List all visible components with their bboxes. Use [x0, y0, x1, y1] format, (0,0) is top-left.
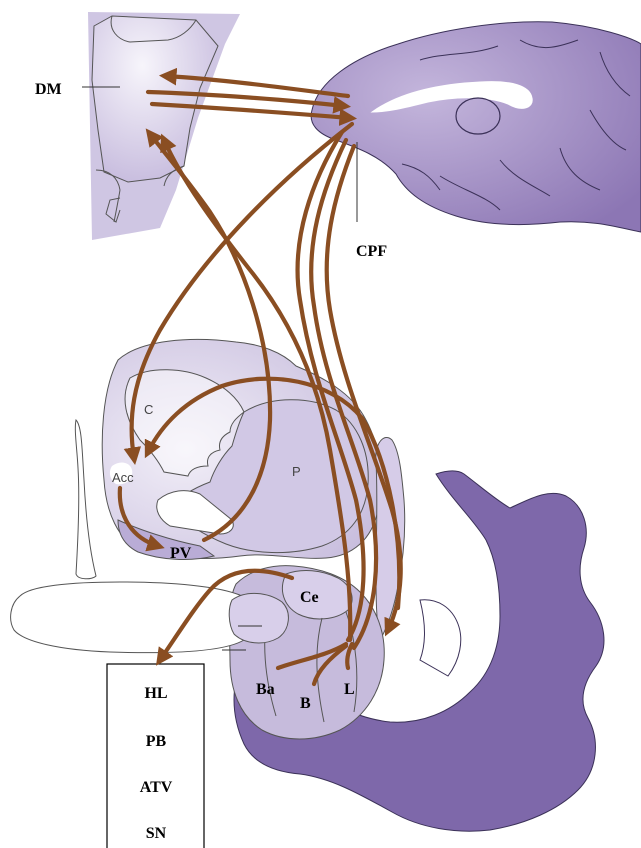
pv-label: PV	[170, 545, 192, 562]
amygdala-anterior	[229, 593, 288, 643]
striatum-section: C Acc P PV	[75, 339, 380, 578]
l-label: L	[344, 681, 355, 698]
dm-label: DM	[35, 81, 62, 98]
acc-label: Acc	[112, 470, 134, 485]
optic-tract-oval	[11, 582, 253, 653]
ce-label: Ce	[300, 589, 319, 606]
target-hl: HL	[144, 685, 167, 702]
midline-structure	[75, 420, 96, 579]
cortex-hemisphere	[311, 22, 641, 232]
prefrontal-cortex-section: CPF	[311, 22, 641, 260]
target-sn: SN	[146, 825, 167, 842]
targets-box: HL PB ATV SN	[107, 664, 204, 848]
cpf-label: CPF	[356, 243, 387, 260]
target-atv: ATV	[140, 779, 173, 796]
c-label: C	[144, 402, 153, 417]
thalamus-section: DM	[35, 12, 240, 240]
p-label: P	[292, 464, 301, 479]
ba-label: Ba	[256, 681, 275, 698]
target-pb: PB	[146, 733, 167, 750]
b-label: B	[300, 695, 311, 712]
